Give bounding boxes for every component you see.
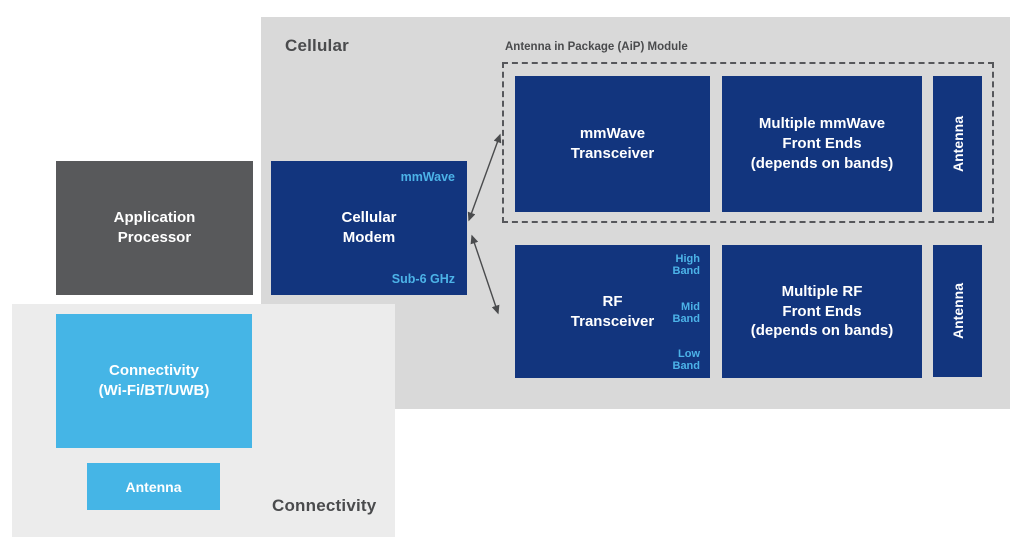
mid-band-tag: Mid Band	[672, 301, 701, 325]
rf-antenna-block: Antenna	[933, 245, 982, 377]
sub6-ghz-tag: Sub-6 GHz	[391, 272, 455, 286]
connectivity-soc-block: Connectivity (Wi-Fi/BT/UWB)	[56, 314, 252, 448]
cellular-modem-block: mmWave Cellular Modem Sub-6 GHz	[271, 161, 467, 295]
mmwave-front-ends-block: Multiple mmWave Front Ends (depends on b…	[722, 76, 922, 212]
mmwave-front-ends-label: Multiple mmWave Front Ends (depends on b…	[750, 115, 894, 172]
connectivity-soc-label: Connectivity (Wi-Fi/BT/UWB)	[98, 362, 210, 399]
application-processor-label: Application Processor	[113, 209, 196, 246]
aip-antenna-block: Antenna	[933, 76, 982, 212]
low-band-tag: Low Band	[672, 348, 701, 372]
aip-module-boundary	[502, 62, 994, 223]
rf-antenna-label: Antenna	[949, 283, 966, 339]
rf-transceiver-block: RF Transceiver High Band Mid Band Low Ba…	[515, 245, 710, 378]
mmwave-transceiver-label: mmWave Transceiver	[570, 125, 655, 162]
connectivity-antenna-block: Antenna	[87, 463, 220, 510]
rf-front-ends-label: Multiple RF Front Ends (depends on bands…	[750, 282, 894, 340]
connectivity-antenna-label: Antenna	[125, 478, 182, 495]
cellular-region-title: Cellular	[285, 36, 349, 55]
aip-module-title: Antenna in Package (AiP) Module	[505, 41, 688, 53]
mmwave-tag: mmWave	[400, 170, 455, 184]
application-processor-block: Application Processor	[56, 161, 253, 295]
cellular-modem-label: Cellular Modem	[341, 209, 397, 246]
mmwave-transceiver-block: mmWave Transceiver	[515, 76, 710, 212]
rf-transceiver-label: RF Transceiver	[570, 292, 655, 330]
high-band-tag: High Band	[672, 253, 701, 277]
rf-front-ends-block: Multiple RF Front Ends (depends on bands…	[722, 245, 922, 378]
connectivity-region-title: Connectivity	[272, 496, 377, 515]
aip-antenna-label: Antenna	[949, 116, 966, 172]
